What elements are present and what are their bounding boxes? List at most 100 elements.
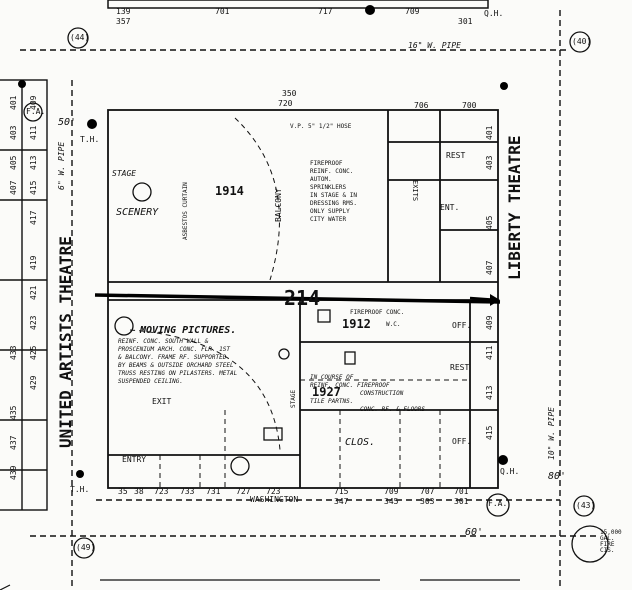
addr-bottom: 347 (334, 497, 349, 506)
addr-right: 407 (485, 260, 494, 275)
addr-top: 709 (405, 7, 420, 16)
arrow-head (490, 294, 500, 306)
united-artists-theatre-label: UNITED ARTISTS THEATRE (56, 236, 75, 448)
wc-label: W.C. (386, 321, 401, 328)
exits-vertical-label: EXITS (411, 180, 419, 202)
street-lines (20, 10, 600, 590)
addr-left: 439 (9, 465, 18, 480)
ent-label: ENT. (440, 203, 460, 212)
stage-label: STAGE (112, 169, 137, 178)
year-1927: 1927 (312, 385, 341, 399)
addr-left: 405 (9, 155, 18, 170)
stage-vertical-label: STAGE (290, 389, 297, 408)
pipe-top-label: 16" W. PIPE (408, 41, 461, 50)
block-number: 214 (284, 286, 321, 310)
pipe-left-label: 6" W. PIPE (57, 141, 66, 190)
in-course-line: CONSTRUCTION (360, 390, 404, 397)
fireproof-line: FIREPROOF (310, 160, 343, 167)
th-bottom-left-label: T.H. (70, 485, 90, 494)
th-left-label: T.H. (80, 135, 100, 144)
addr-left: 429 (29, 375, 38, 390)
fa-left: F.A. (26, 107, 46, 116)
addr-bottom: 701 (454, 487, 469, 496)
addr-left: 401 (9, 95, 18, 110)
in-course-line: TILE PARTNS. (310, 398, 354, 405)
circle-44: (44) (70, 33, 90, 42)
addr-left: 407 (9, 180, 18, 195)
fa-right: F.A. (488, 499, 508, 508)
exit-label: EXIT (152, 397, 172, 406)
addr-left: 417 (29, 210, 38, 225)
addr-top: 301 (458, 17, 473, 26)
addr-left: 437 (9, 435, 18, 450)
addr-right: 411 (485, 345, 494, 360)
top-building-outline (107, 0, 489, 9)
theatre-symbols (114, 182, 356, 476)
addr-top: 357 (116, 17, 131, 26)
addr-upper: 350 (282, 89, 297, 98)
addr-bottom: 733 (180, 487, 195, 496)
mp-detail-line: SUSPENDED CEILING. (118, 378, 184, 385)
fireproof-line: IN STAGE & IN (310, 192, 357, 199)
addr-bottom: 731 (206, 487, 221, 496)
mp-detail-line: TRUSS RESTING ON PILASTERS. METAL (118, 370, 238, 377)
interior-dashed (129, 117, 470, 488)
addr-left: 419 (29, 255, 38, 270)
addr-bottom: 709 (384, 487, 399, 496)
mp-detail-line: PROSCENIUM ARCH. CONC. FLR. 1ST (118, 346, 230, 353)
addr-bottom: 301 (454, 497, 469, 506)
addr-right: 409 (485, 315, 494, 330)
fireproof-line: DRESSING RMS. (310, 200, 357, 207)
fireproof-line: REINF. CONC. (310, 168, 354, 175)
hydrant-dots (18, 5, 508, 478)
bottom-strip (0, 579, 520, 590)
addr-upper: 720 (278, 99, 293, 108)
addr-right: 405 (485, 215, 494, 230)
asbestos-curtain-label: ASBESTOS CURTAIN (182, 182, 189, 240)
in-course-line: CONC. RF. & FLOORS (360, 406, 426, 413)
clos-label: CLOS. (345, 437, 376, 448)
balcony-label: BALCONY (274, 188, 283, 222)
addr-left: 411 (29, 125, 38, 140)
party-wall (94, 293, 501, 304)
addr-bottom: 715 (334, 487, 349, 496)
fireproof-conc-label: FIREPROOF CONC. (350, 309, 405, 316)
addr-bottom: 345 (384, 497, 399, 506)
mp-detail-line: REINF. CONC. SOUTH WALL & (118, 338, 209, 345)
off-label-1: OFF. (452, 321, 472, 330)
addr-bottom: 723 (266, 487, 281, 496)
in-course-note: IN COURSE OF REINF. CONC. FIREPROOF CONS… (310, 374, 425, 414)
fireproof-note: FIREPROOF REINF. CONC. AUTOM. SPRINKLERS… (310, 160, 357, 224)
circle-49: (49) (76, 543, 96, 552)
addr-bottom: 707 (420, 487, 435, 496)
addr-right: 413 (485, 385, 494, 400)
addr-left: 435 (9, 405, 18, 420)
sprinkler-label: V.P. 5" 1/2" HOSE (290, 123, 352, 130)
fire-cistern-label: 15,000 GAL. FIRE CIS. (600, 529, 622, 554)
rest-label-1: REST (446, 151, 466, 160)
pipe-right-label: 10" W. PIPE (547, 407, 556, 460)
entry-label: ENTRY (122, 455, 147, 464)
addr-left: 415 (29, 180, 38, 195)
in-course-line: REINF. CONC. FIREPROOF (310, 382, 390, 389)
addr-bottom: 35 (118, 487, 128, 496)
qh-right-label: Q.H. (500, 467, 520, 476)
fireproof-line: CITY WATER (310, 216, 347, 223)
addr-left: 423 (29, 315, 38, 330)
addr-left: 421 (29, 285, 38, 300)
moving-pictures-details: REINF. CONC. SOUTH WALL & PROSCENIUM ARC… (118, 338, 237, 386)
mp-detail-line: BY BEAMS & OUTSIDE ORCHARD STEEL (118, 362, 234, 369)
fireproof-line: SPRINKLERS (310, 184, 347, 191)
circle-43: (43) (576, 501, 596, 510)
liberty-theatre-label: LIBERTY THEATRE (505, 135, 524, 281)
addr-right: 401 (485, 125, 494, 140)
street-width-80: 80' (548, 471, 567, 482)
addr-bottom: 727 (236, 487, 251, 496)
moving-pictures-label: MOVING PICTURES. (140, 325, 237, 336)
fireproof-line: AUTOM. (310, 176, 332, 183)
addr-top: 717 (318, 7, 333, 16)
rest-label-2: REST (450, 363, 470, 372)
addr-left: 433 (9, 345, 18, 360)
